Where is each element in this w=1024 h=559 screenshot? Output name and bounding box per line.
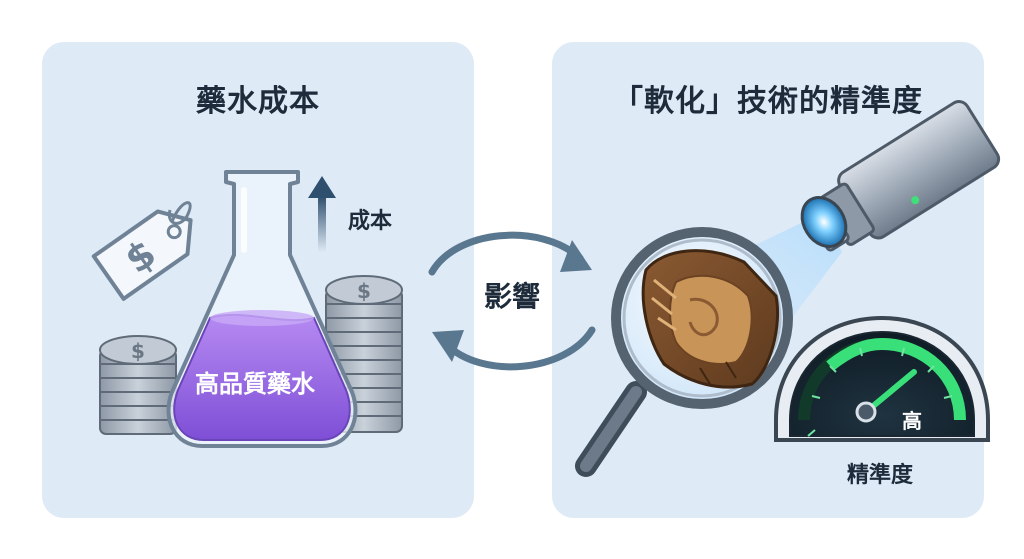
coin-dollar-left: $ bbox=[131, 339, 145, 363]
gauge-caption: 精準度 bbox=[847, 462, 914, 488]
magnifier-handle bbox=[575, 381, 647, 477]
cycle-arrows-icon bbox=[428, 231, 596, 371]
coin-dollar-right: $ bbox=[357, 279, 371, 303]
coin-stack-left: $ bbox=[99, 335, 177, 435]
price-tag-string-icon bbox=[167, 201, 192, 225]
price-tag-icon: $ bbox=[91, 209, 193, 301]
lens-icon bbox=[800, 196, 848, 248]
flask-icon: 高品質藥水 bbox=[166, 170, 358, 448]
gauge-value-label: 高 bbox=[902, 409, 922, 433]
cost-up-arrow-icon bbox=[308, 176, 336, 252]
potion-cost-title: 藥水成本 bbox=[196, 84, 320, 119]
cost-label: 成本 bbox=[348, 209, 392, 234]
precision-gauge-icon: 高 bbox=[774, 315, 990, 442]
relation-label: 影響 bbox=[484, 280, 540, 313]
flask-label: 高品質藥水 bbox=[195, 370, 316, 398]
wood-fiber-icon bbox=[641, 249, 780, 389]
softening-precision-title: 「軟化」技術的精準度 bbox=[613, 84, 923, 119]
magnifier-icon bbox=[611, 227, 793, 409]
